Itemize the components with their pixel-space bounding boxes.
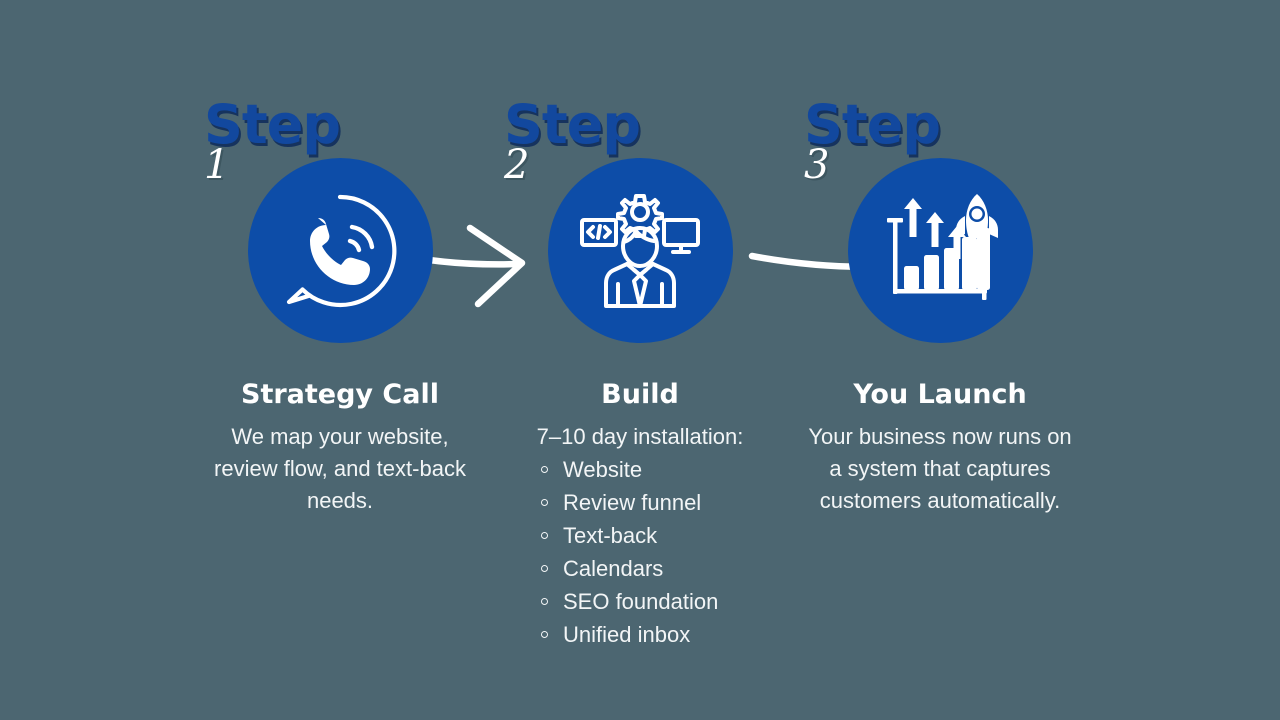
list-item: Calendars <box>537 552 743 585</box>
step-label-number-3: 3 <box>804 142 830 188</box>
step-card-3: Step 3 <box>790 96 1090 517</box>
developer-setup-icon <box>578 192 702 310</box>
step-icon-circle-3 <box>847 158 1033 343</box>
list-item: Website <box>537 453 743 486</box>
step-label-number-2: 2 <box>504 142 530 188</box>
step-description-2: 7–10 day installation: <box>536 424 744 449</box>
phone-call-icon <box>274 185 406 317</box>
step-icon-circle-2 <box>547 158 733 343</box>
build-deliverables-list: Website Review funnel Text-back Calendar… <box>500 453 780 651</box>
step-card-1: Step 1 Strategy Call We map your website… <box>190 96 490 517</box>
step-label-word-1: Step <box>204 93 341 156</box>
step-title-3: You Launch <box>853 379 1027 410</box>
list-item: Unified inbox <box>537 618 743 651</box>
step-title-1: Strategy Call <box>241 379 439 410</box>
step-description-1: We map your website, review flow, and te… <box>214 424 466 513</box>
step-description-3: Your business now runs on a system that … <box>808 424 1072 513</box>
list-item: SEO foundation <box>537 585 743 618</box>
growth-rocket-icon <box>877 190 1003 312</box>
step-card-2: Step 2 <box>490 96 790 651</box>
list-item: Text-back <box>537 519 743 552</box>
step-label-number-1: 1 <box>204 142 230 188</box>
step-icon-circle-1 <box>247 158 433 343</box>
step-label-word-2: Step <box>504 93 641 156</box>
list-item: Review funnel <box>537 486 743 519</box>
step-title-2: Build <box>601 379 679 410</box>
step-label-word-3: Step <box>804 93 941 156</box>
